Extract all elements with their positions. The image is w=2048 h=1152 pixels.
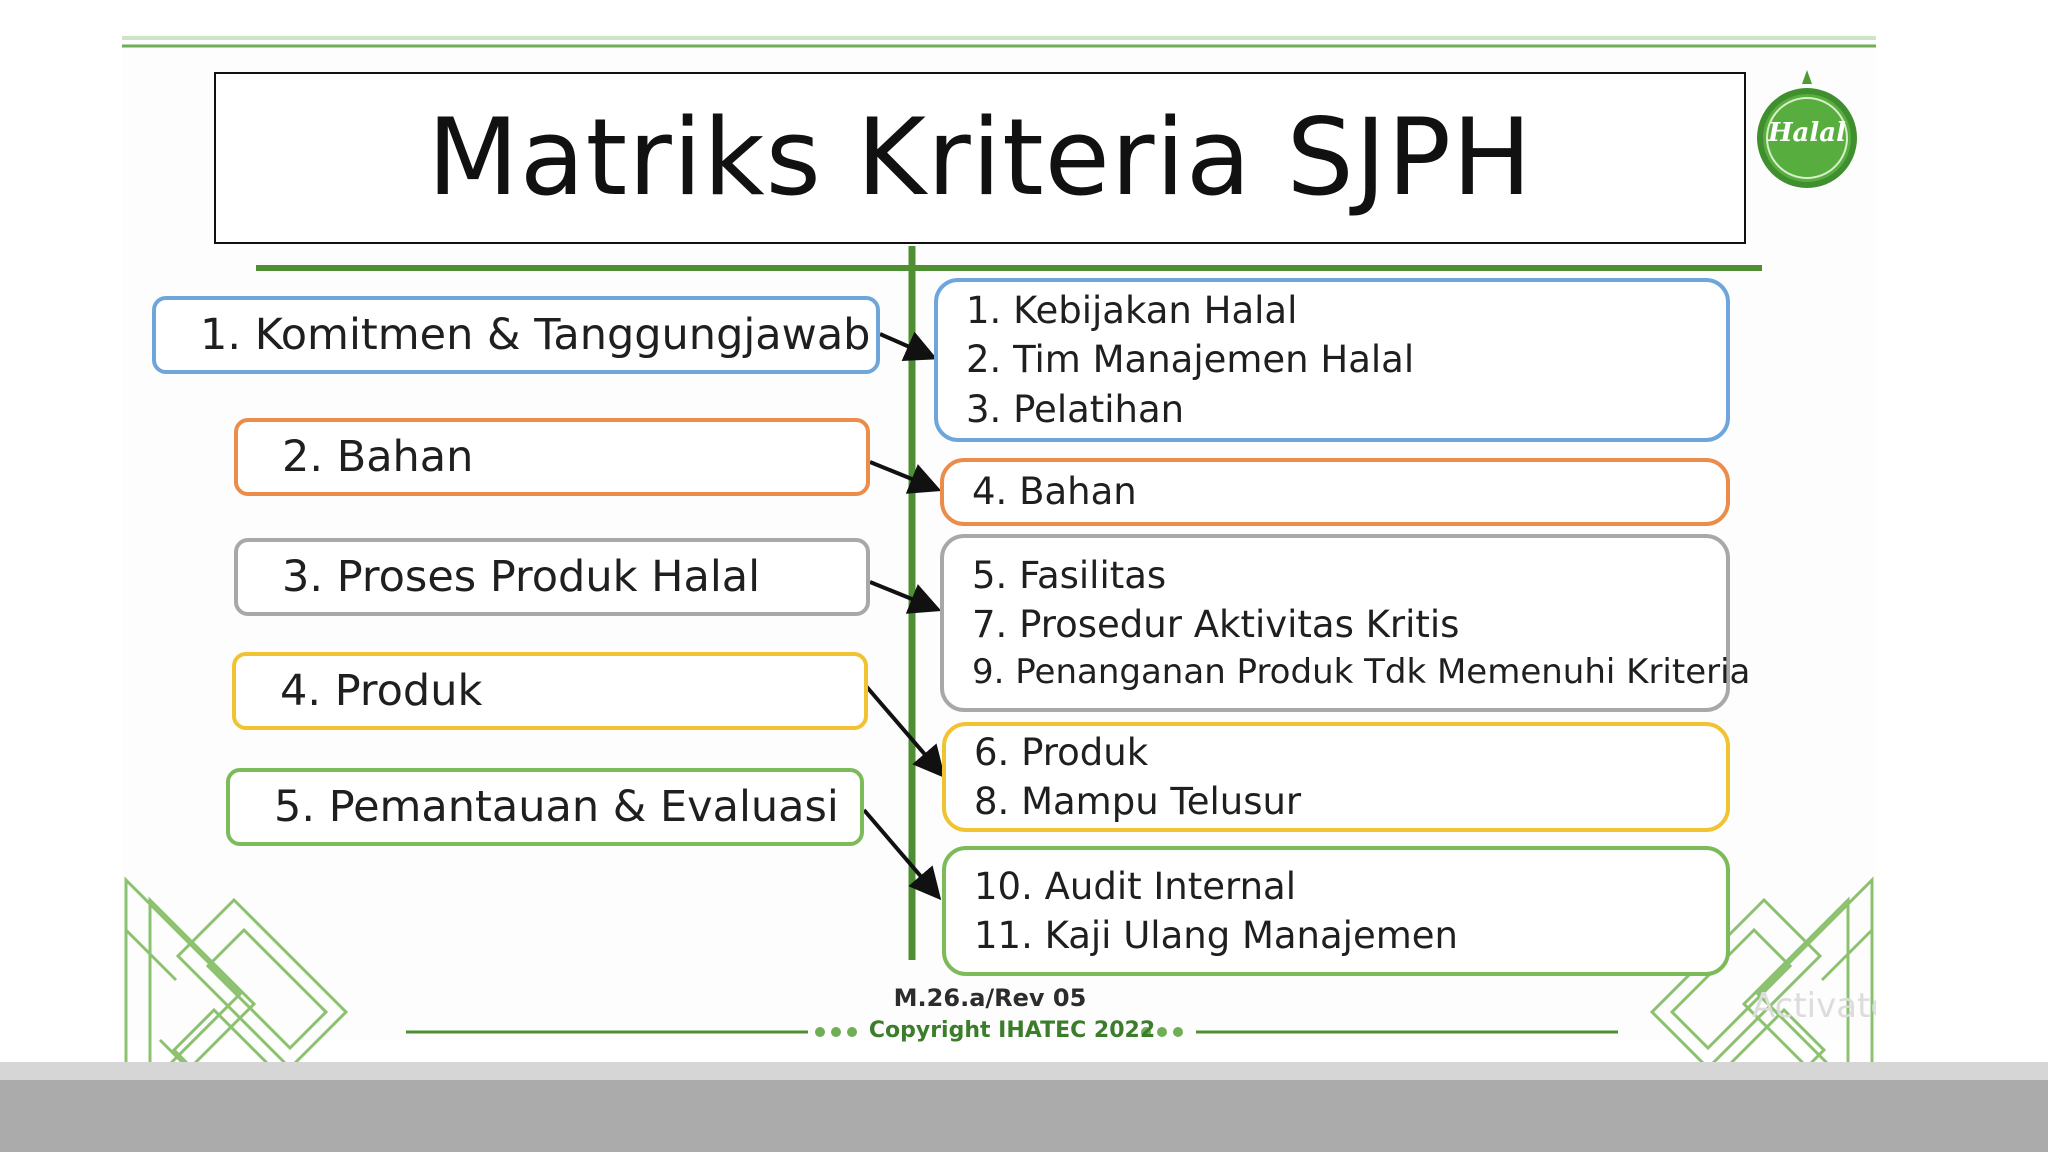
left-item-label: 2. Bahan: [282, 432, 474, 482]
copyright-label: Copyright IHATEC 2022: [868, 1018, 1156, 1043]
halal-logo: Halal: [1754, 66, 1860, 196]
right-item: 9. Penanganan Produk Tdk Memenuhi Kriter…: [972, 651, 1751, 692]
halal-logo-icon: [1757, 70, 1857, 188]
halal-logo-text: Halal: [1767, 118, 1846, 148]
title-box: Matriks Kriteria SJPH: [214, 72, 1746, 244]
bottom-strip: [0, 1080, 2048, 1152]
right-item: 10. Audit Internal: [974, 864, 1296, 908]
left-item-label: 3. Proses Produk Halal: [282, 552, 761, 602]
page-title: Matriks Kriteria SJPH: [427, 96, 1533, 219]
left-item-label: 4. Produk: [280, 666, 483, 716]
right-item: 7. Prosedur Aktivitas Kritis: [972, 603, 1460, 647]
right-item: 4. Bahan: [972, 470, 1137, 514]
right-group-5: 10. Audit Internal 11. Kaji Ulang Manaje…: [942, 846, 1730, 976]
revision-label: M.26.a/Rev 05: [893, 984, 1087, 1012]
right-item: 2. Tim Manajemen Halal: [966, 338, 1415, 382]
bottom-strip-light: [0, 1062, 2048, 1080]
right-item: 5. Fasilitas: [972, 554, 1167, 598]
right-group-2: 4. Bahan: [940, 458, 1730, 526]
left-item-label: 5. Pemantauan & Evaluasi: [274, 782, 839, 832]
right-item: 3. Pelatihan: [966, 387, 1185, 431]
left-item-produk: 4. Produk: [232, 652, 868, 730]
right-group-4: 6. Produk 8. Mampu Telusur: [942, 722, 1730, 832]
right-group-1: 1. Kebijakan Halal 2. Tim Manajemen Hala…: [934, 278, 1730, 442]
activate-watermark: Activate: [1752, 986, 1876, 1026]
left-item-bahan: 2. Bahan: [234, 418, 870, 496]
left-item-komitmen: 1. Komitmen & Tanggungjawab: [152, 296, 880, 374]
left-item-label: 1. Komitmen & Tanggungjawab: [200, 310, 871, 360]
right-item: 6. Produk: [974, 730, 1149, 774]
right-item: 1. Kebijakan Halal: [966, 289, 1298, 333]
left-item-proses: 3. Proses Produk Halal: [234, 538, 870, 616]
right-item: 8. Mampu Telusur: [974, 780, 1302, 823]
left-item-pemantauan: 5. Pemantauan & Evaluasi: [226, 768, 864, 846]
right-group-3: 5. Fasilitas 7. Prosedur Aktivitas Kriti…: [940, 534, 1751, 712]
right-item: 11. Kaji Ulang Manajemen: [974, 914, 1458, 957]
arrows: [862, 331, 946, 901]
